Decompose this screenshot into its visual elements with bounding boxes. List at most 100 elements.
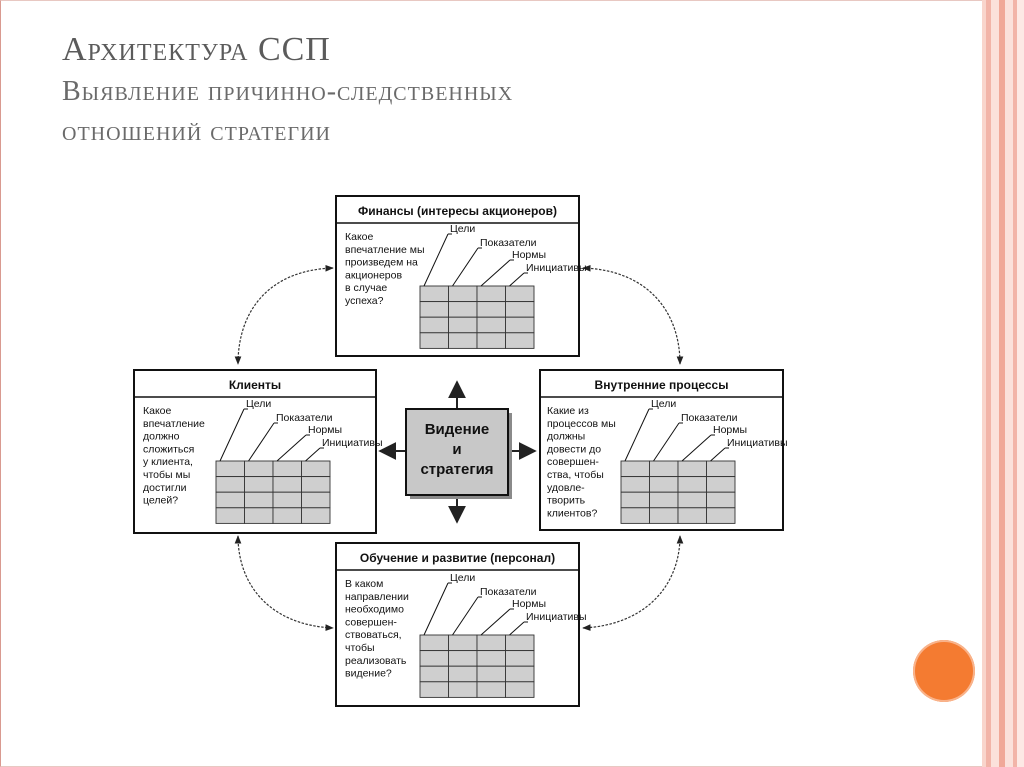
box-title: Финансы (интересы акционеров) (358, 204, 557, 218)
grid-cell (244, 491, 274, 509)
link-clients-learning (234, 535, 334, 631)
label-leader-line (452, 247, 479, 287)
grid-cell (505, 285, 535, 303)
grid-cell (706, 507, 736, 524)
grid-cell (448, 681, 478, 698)
grid-cell (244, 507, 274, 524)
grid-cell (706, 491, 736, 509)
grid-cell (476, 665, 506, 683)
question-line: Какие из (547, 405, 589, 417)
question-line: успеха? (345, 295, 384, 307)
grid-cell (620, 491, 650, 509)
grid-label-indicators: Показатели (681, 412, 738, 424)
grid-cell (272, 460, 302, 478)
grid-label-goals: Цели (651, 398, 676, 410)
page-title: Архитектура ССП Выявление причинно-следс… (62, 28, 942, 152)
grid-cell (215, 507, 245, 524)
grid-cell (476, 681, 506, 698)
grid-cell (272, 491, 302, 509)
label-leader-line (509, 621, 525, 636)
question-line: достигли (143, 482, 187, 494)
question-line: клиентов? (547, 507, 597, 519)
grid-cell (620, 507, 650, 524)
label-leader-line (480, 259, 511, 287)
question-line: Какое (345, 231, 374, 243)
grid-label-goals: Цели (246, 398, 271, 410)
grid-cell (677, 476, 707, 493)
grid-cell (215, 491, 245, 509)
question-line: видение? (345, 668, 392, 680)
grid-cell (505, 650, 535, 667)
grid-cell (419, 650, 449, 667)
label-leader-line (624, 408, 650, 462)
label-leader-line (681, 434, 712, 462)
grid-label-norms: Нормы (512, 249, 546, 261)
question-line: произведем на (345, 257, 418, 269)
question-line: впечатление мы (345, 244, 425, 256)
grid-label-goals: Цели (450, 572, 475, 584)
grid-cell (706, 460, 736, 478)
question-line: впечатление (143, 418, 205, 430)
grid-cell (301, 507, 331, 524)
question-line: чтобы мы (143, 469, 190, 481)
question-line: у клиента, (143, 456, 193, 468)
grid-cell (419, 316, 449, 334)
grid-cell (677, 507, 707, 524)
link-finance-processes (582, 264, 684, 365)
grid-cell (476, 301, 506, 318)
grid-cell (649, 491, 679, 509)
perspective-box-clients: КлиентыКакоевпечатлениедолжносложитьсяу … (133, 369, 383, 534)
grid-cell (505, 316, 535, 334)
grid-cell (476, 650, 506, 667)
grid-cell (448, 332, 478, 349)
grid-label-initiatives: Инициативы (526, 262, 587, 274)
box-title: Внутренние процессы (595, 378, 729, 392)
label-leader-line (423, 233, 449, 287)
grid-cell (244, 476, 274, 493)
grid-cell (448, 650, 478, 667)
grid-cell (419, 634, 449, 652)
grid-label-norms: Нормы (308, 424, 342, 436)
grid-cell (448, 634, 478, 652)
question-line: акционеров (345, 269, 402, 281)
question-line: В каком (345, 578, 383, 590)
grid-cell (649, 476, 679, 493)
center-line-1: Видение (425, 421, 490, 438)
grid-cell (476, 634, 506, 652)
grid-cell (244, 460, 274, 478)
perspective-boxes: Финансы (интересы акционеров)Какоевпечат… (133, 195, 788, 707)
grid-cell (706, 476, 736, 493)
question-line: должны (547, 431, 585, 443)
title-line-1: Архитектура ССП (62, 31, 331, 68)
perspective-box-learning: Обучение и развитие (персонал)В какомнап… (335, 542, 587, 707)
label-leader-line (276, 434, 307, 462)
decorative-circle (913, 640, 975, 702)
label-leader-line (452, 596, 479, 636)
question-line: удовле- (547, 482, 585, 494)
link-finance-clients (234, 264, 334, 365)
decorative-stripes (982, 0, 1024, 767)
grid-cell (476, 285, 506, 303)
grid-cell (505, 681, 535, 698)
grid-cell (301, 476, 331, 493)
grid-cell (677, 491, 707, 509)
box-title: Клиенты (229, 378, 281, 392)
grid-cell (649, 507, 679, 524)
grid-label-initiatives: Инициативы (322, 437, 383, 449)
center-line-3: стратегия (420, 461, 493, 478)
grid-cell (301, 460, 331, 478)
label-leader-line (219, 408, 245, 462)
label-leader-line (480, 608, 511, 636)
vision-strategy-box: Видение и стратегия (405, 408, 512, 499)
grid-label-indicators: Показатели (276, 412, 333, 424)
question-line: ства, чтобы (547, 469, 604, 481)
question-line: совершен- (547, 456, 599, 468)
grid-cell (505, 332, 535, 349)
grid-cell (419, 665, 449, 683)
grid-cell (448, 301, 478, 318)
grid-cell (215, 460, 245, 478)
grid-cell (448, 316, 478, 334)
question-line: реализовать (345, 655, 407, 667)
